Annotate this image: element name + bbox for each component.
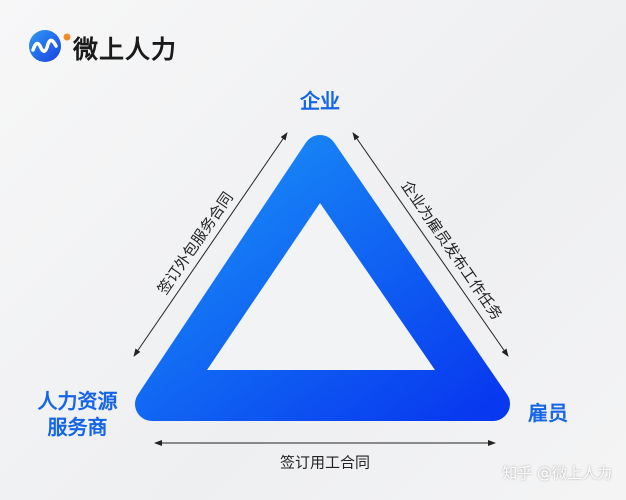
node-hr-provider: 人力资源 服务商 bbox=[30, 388, 125, 440]
arrow-left bbox=[133, 132, 288, 357]
edge-label-bottom: 签订用工合同 bbox=[279, 453, 371, 472]
watermark: 知乎 @微上人力 bbox=[502, 464, 612, 482]
node-enterprise: 企业 bbox=[300, 89, 340, 113]
node-hr-provider-line2: 服务商 bbox=[47, 415, 108, 439]
arrow-right bbox=[352, 132, 509, 357]
logo-text: 微上人力 bbox=[73, 35, 178, 64]
logo-icon bbox=[29, 30, 71, 62]
node-employee: 雇员 bbox=[528, 401, 568, 425]
node-hr-provider-line1: 人力资源 bbox=[37, 389, 118, 413]
